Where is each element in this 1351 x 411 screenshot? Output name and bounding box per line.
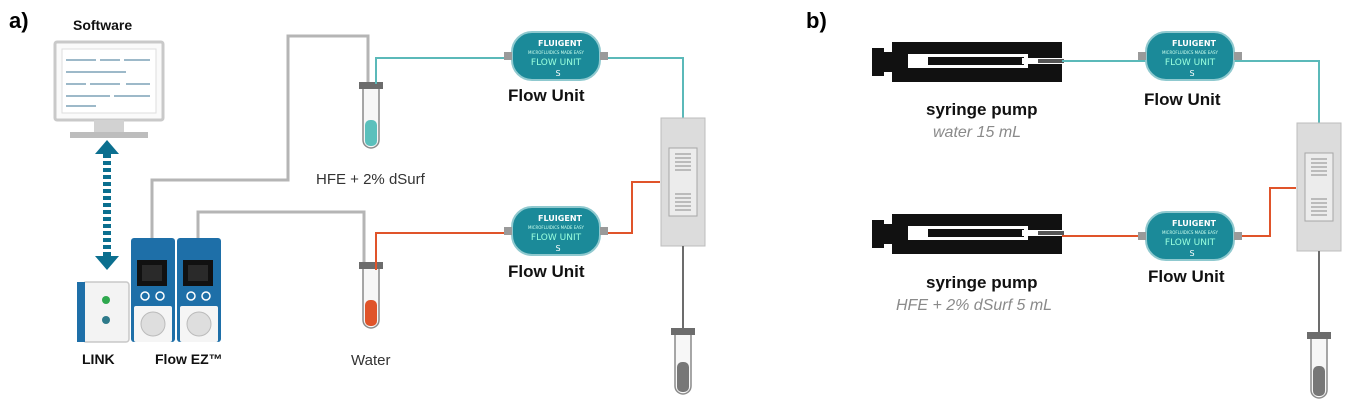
fu-line1: FLOW UNIT (531, 58, 582, 68)
flow-ez-label: Flow EZ™ (155, 351, 223, 367)
bidirectional-arrow-icon (95, 140, 119, 270)
fu-tagline: MICROFLUIDICS MADE EASY (1162, 50, 1219, 55)
syringe-pump-icon-top (872, 42, 1064, 82)
syringe-pump-bottom-note: HFE + 2% dSurf 5 mL (896, 297, 1053, 314)
panel-b-letter: b) (806, 8, 827, 33)
fu-badge: S (1189, 69, 1194, 78)
fu-badge: S (1189, 249, 1194, 258)
fu-tagline: MICROFLUIDICS MADE EASY (1162, 230, 1219, 235)
syringe-pump-top-label: syringe pump (926, 100, 1038, 119)
test-tube-icon-collection-a (670, 327, 696, 395)
test-tube-icon-water (358, 261, 384, 329)
fu-line1: FLOW UNIT (1165, 238, 1216, 248)
fu-tagline: MICROFLUIDICS MADE EASY (528, 50, 585, 55)
link-label: LINK (82, 351, 115, 367)
flow-unit-b-top-label: Flow Unit (1144, 90, 1221, 109)
flow-unit-device-icon-b-bottom: FLUIGENT MICROFLUIDICS MADE EASY FLOW UN… (1137, 211, 1243, 261)
bottom-reservoir-label: Water (351, 352, 391, 369)
flow-unit-a-bottom-label: Flow Unit (508, 262, 585, 281)
top-reservoir-label: HFE + 2% dSurf (316, 171, 425, 188)
fu-brand: FLUIGENT (1172, 39, 1216, 48)
fu-badge: S (555, 244, 560, 253)
fu-brand: FLUIGENT (538, 214, 582, 223)
syringe-pump-top-note: water 15 mL (933, 124, 1022, 141)
fu-badge: S (555, 69, 560, 78)
flow-unit-device-icon-a-bottom: FLUIGENT MICROFLUIDICS MADE EASY FLOW UN… (503, 206, 609, 256)
test-tube-icon-collection-b (1306, 331, 1332, 399)
pressure-tube-top (150, 34, 370, 238)
flow-unit-b-bottom-label: Flow Unit (1148, 267, 1225, 286)
panel-a-letter: a) (9, 8, 29, 33)
pressure-tube-bottom (196, 210, 366, 264)
flow-unit-device-icon-b-top: FLUIGENT MICROFLUIDICS MADE EASY FLOW UN… (1137, 31, 1243, 81)
test-tube-icon-hfe (358, 81, 384, 149)
fu-line1: FLOW UNIT (1165, 58, 1216, 68)
fu-line1: FLOW UNIT (531, 233, 582, 243)
orange-line-a (375, 232, 512, 270)
syringe-pump-bottom-label: syringe pump (926, 273, 1038, 292)
microfluidic-chip-icon-b (1296, 122, 1342, 252)
fu-tagline: MICROFLUIDICS MADE EASY (528, 225, 585, 230)
flow-unit-device-icon-a-top: FLUIGENT MICROFLUIDICS MADE EASY FLOW UN… (503, 31, 609, 81)
software-label: Software (73, 17, 133, 33)
monitor-icon (53, 40, 165, 138)
fu-brand: FLUIGENT (1172, 219, 1216, 228)
syringe-pump-icon-bottom (872, 214, 1064, 254)
link-device-icon (77, 281, 130, 343)
flow-ez-device-icon (131, 238, 221, 342)
fu-brand: FLUIGENT (538, 39, 582, 48)
microfluidic-chip-icon-a (660, 117, 706, 247)
flow-unit-a-top-label: Flow Unit (508, 86, 585, 105)
teal-line-a (375, 57, 512, 84)
